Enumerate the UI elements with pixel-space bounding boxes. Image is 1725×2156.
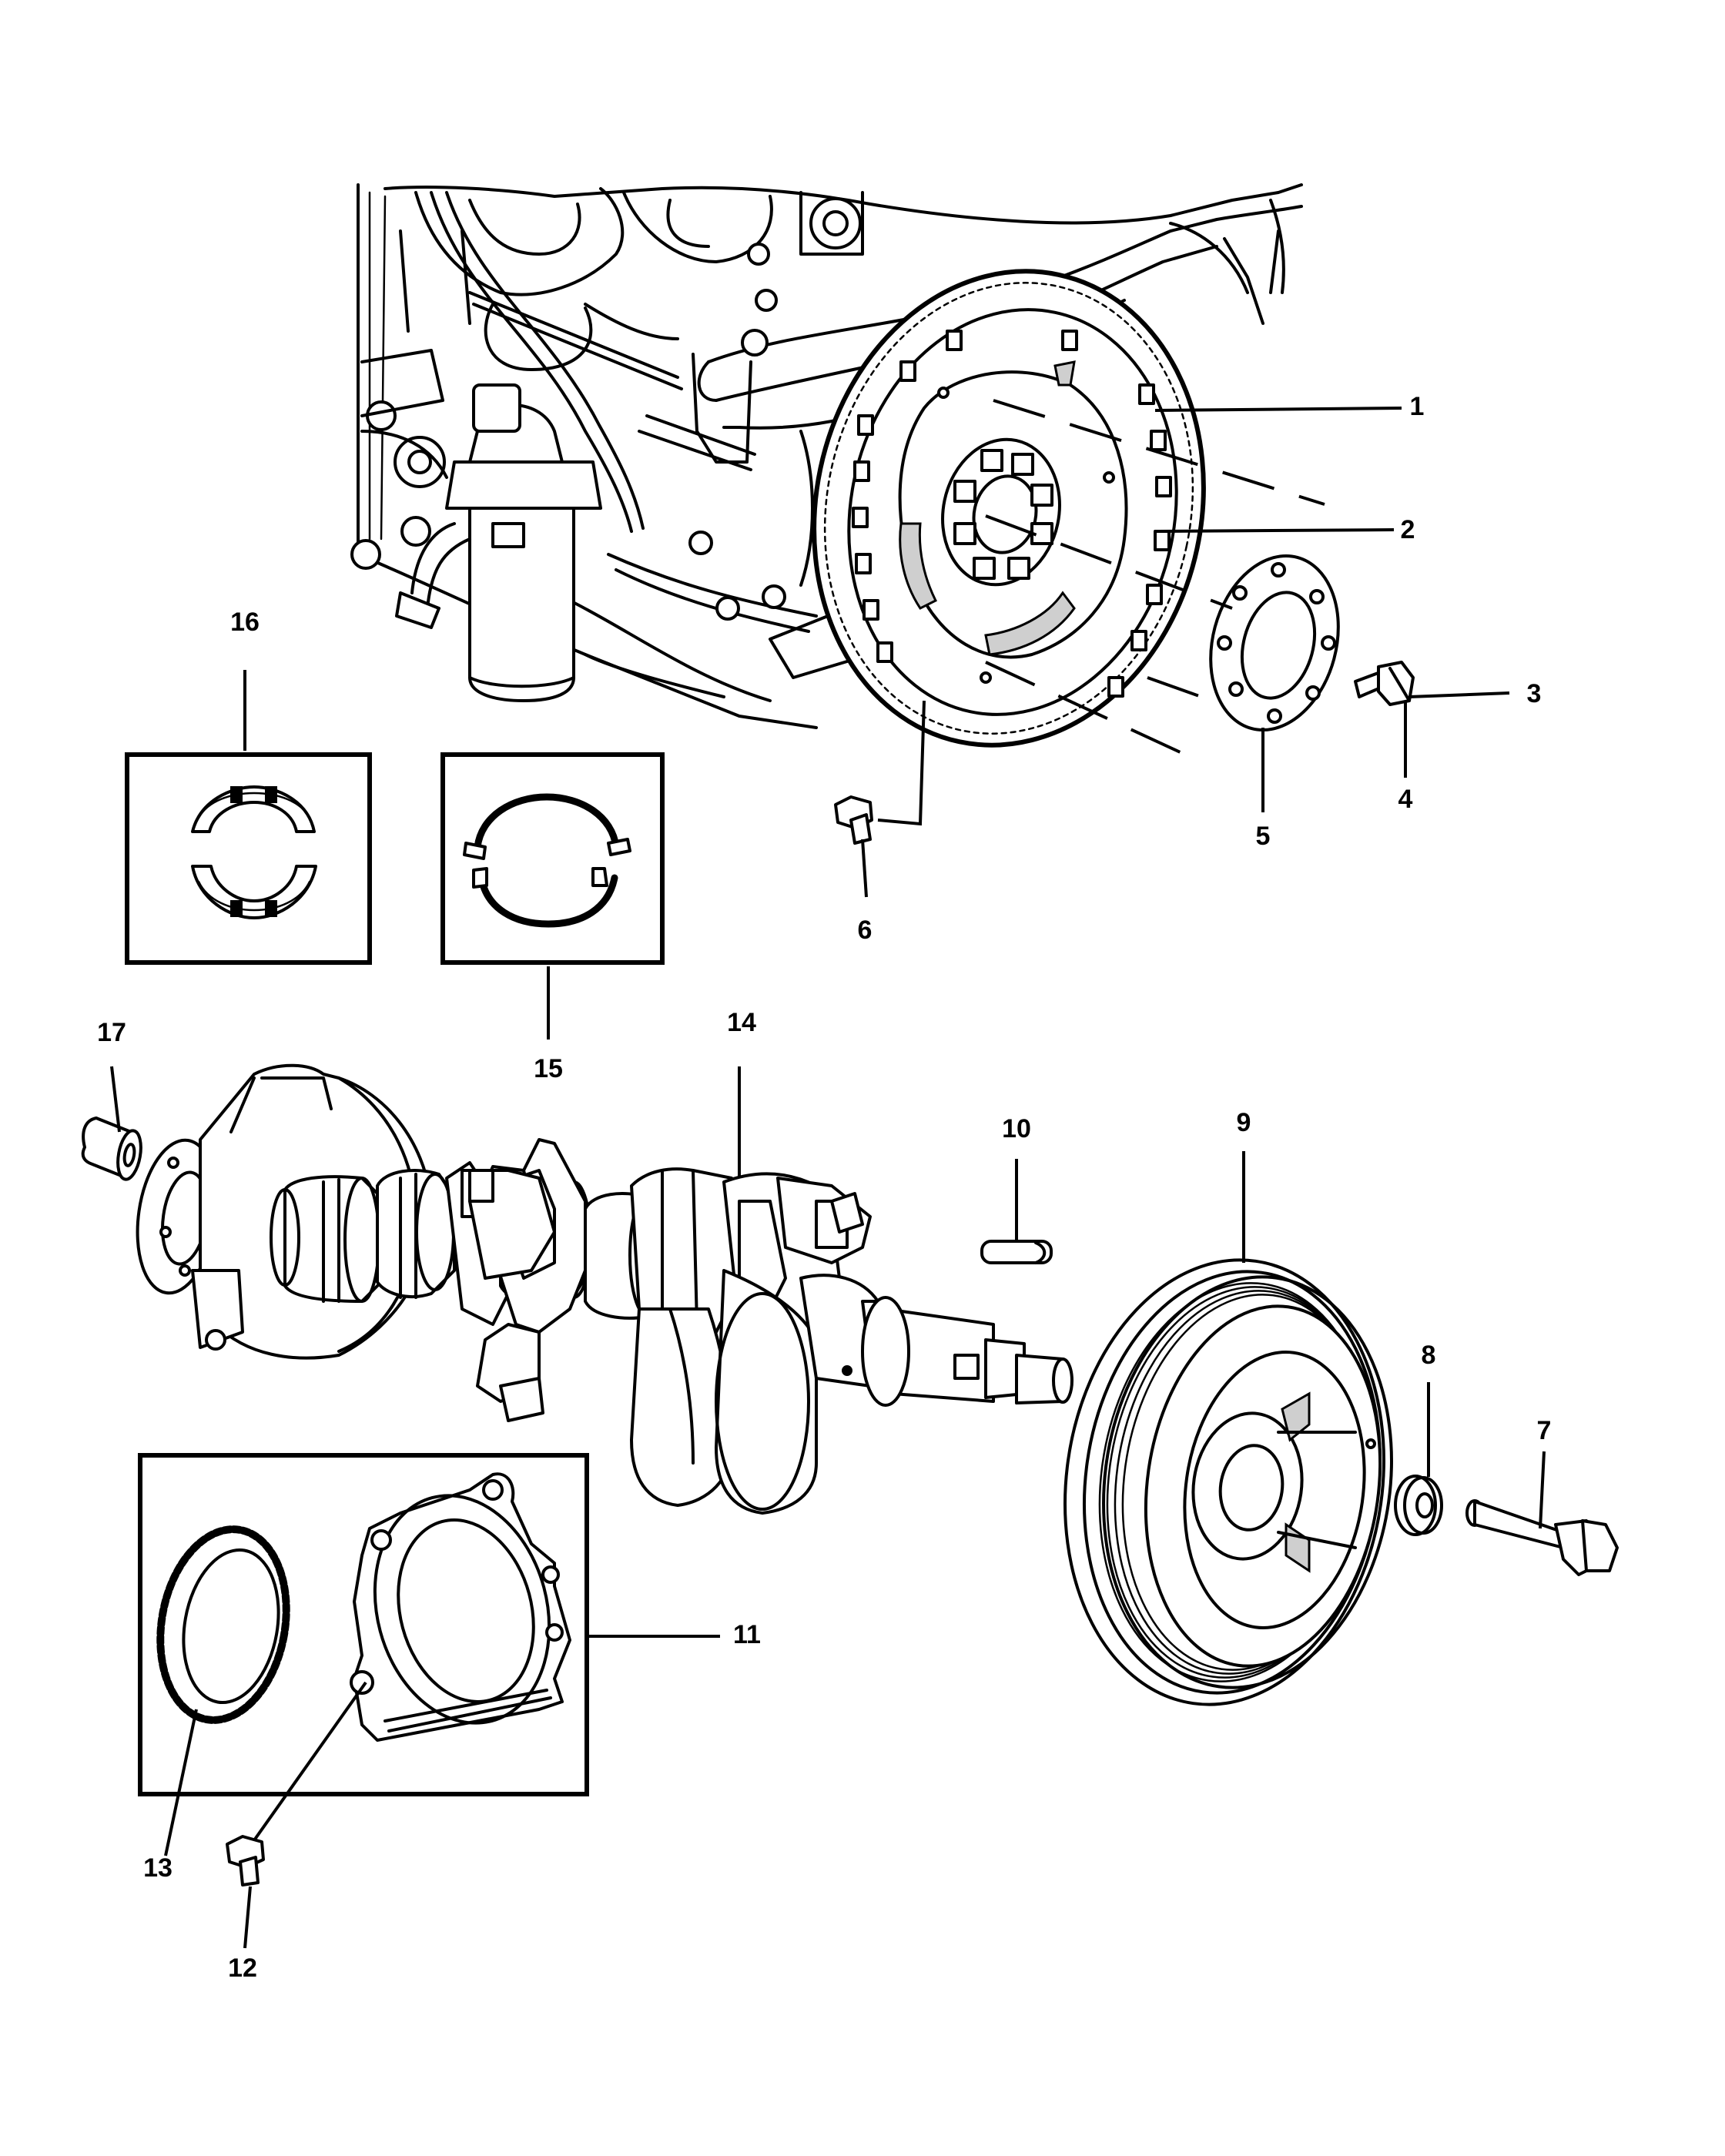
main-bearing-upper-half xyxy=(191,785,316,833)
flexplate-attaching-bolt xyxy=(834,795,873,845)
main-bearing-box xyxy=(125,752,372,965)
pilot-bushing xyxy=(81,1116,142,1181)
callout-13: 13 xyxy=(143,1853,172,1883)
vibration-damper-pulley xyxy=(1063,1258,1393,1706)
thrust-washer-lower xyxy=(477,874,618,928)
callout-10: 10 xyxy=(1002,1114,1031,1143)
main-bearing-lower-half xyxy=(191,865,317,919)
rear-seal-retainer-box xyxy=(138,1453,589,1796)
crankshaft-key xyxy=(980,1240,1053,1264)
thrust-washer-box xyxy=(440,752,665,965)
callout-16: 16 xyxy=(230,608,260,637)
damper-bolt-washer xyxy=(1394,1475,1443,1536)
flexplate-bolt xyxy=(1354,661,1415,706)
callout-1: 1 xyxy=(1410,392,1425,421)
crankshaft xyxy=(136,1063,1074,1515)
callout-6: 6 xyxy=(858,916,873,945)
callout-14: 14 xyxy=(727,1008,756,1037)
callout-9: 9 xyxy=(1237,1108,1251,1137)
callout-8: 8 xyxy=(1422,1341,1436,1370)
leader-lines xyxy=(110,407,1546,1949)
callout-11: 11 xyxy=(733,1620,761,1649)
callout-4: 4 xyxy=(1398,785,1413,814)
flexplate-hub-bolts xyxy=(953,449,1053,580)
flexplate-backing-plate xyxy=(1209,554,1340,732)
callout-15: 15 xyxy=(534,1054,563,1083)
seal-retainer-bolt xyxy=(226,1835,265,1886)
rear-main-seal xyxy=(156,1525,290,1724)
alignment-dash-lines xyxy=(985,399,1325,760)
flexplate-assembly xyxy=(812,269,1206,748)
thrust-washer-upper xyxy=(474,793,620,851)
callout-5: 5 xyxy=(1256,822,1271,851)
callout-3: 3 xyxy=(1527,679,1542,708)
flexplate-ring-slots xyxy=(852,330,1172,698)
callout-17: 17 xyxy=(97,1018,126,1047)
rear-seal-retainer xyxy=(350,1472,571,1742)
callout-labels: 1 2 3 4 5 6 7 8 9 10 11 12 13 14 15 16 1… xyxy=(97,392,1551,1983)
callout-7: 7 xyxy=(1537,1416,1552,1445)
callout-2: 2 xyxy=(1401,515,1415,544)
damper-bolt xyxy=(1465,1499,1619,1576)
callout-12: 12 xyxy=(228,1953,257,1983)
